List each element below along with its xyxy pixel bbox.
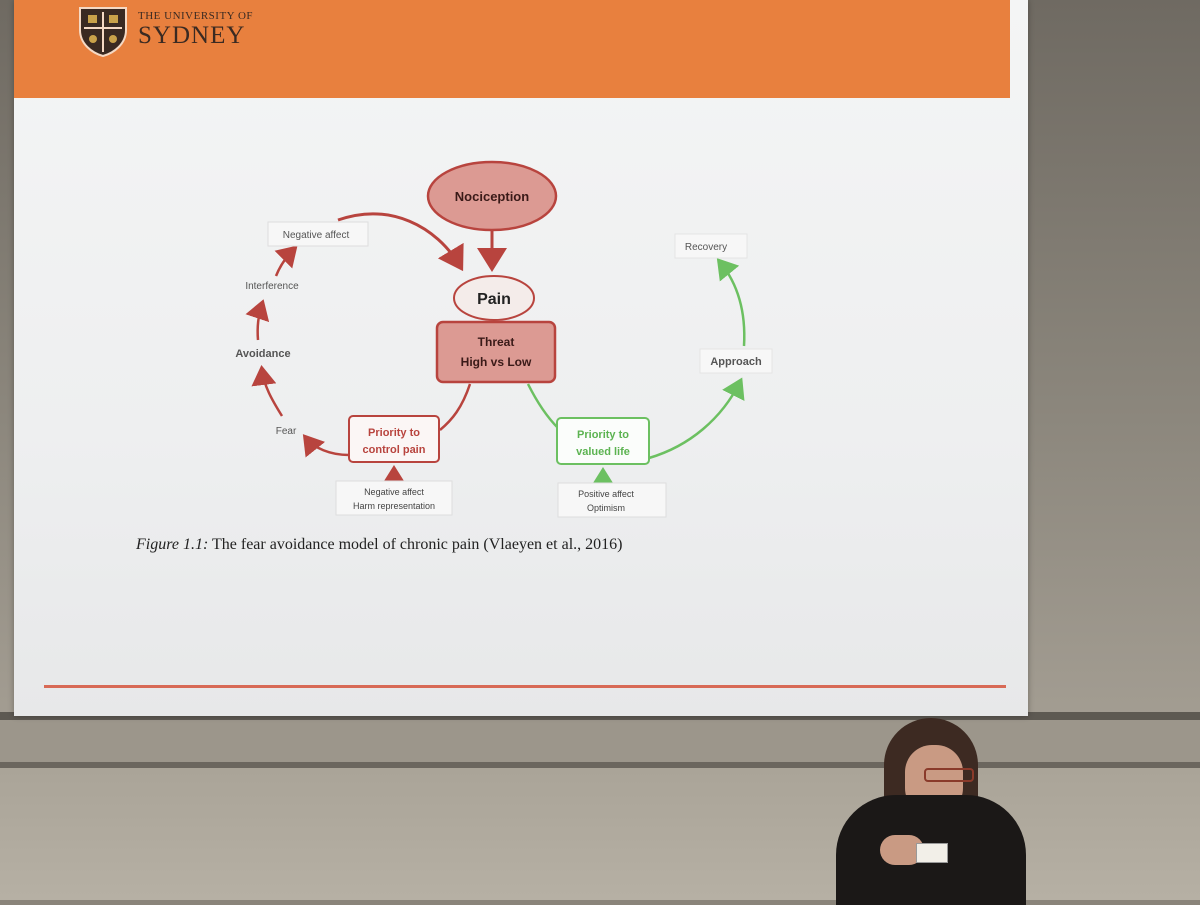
priority-pain-line2: control pain (363, 444, 426, 456)
figure-caption: Figure 1.1: The fear avoidance model of … (136, 536, 622, 554)
university-crest-icon (79, 7, 127, 58)
arrow-priority-life-to-approach (648, 377, 745, 460)
negative-context-box (335, 480, 453, 516)
path-threat-to-priority-pain (439, 383, 472, 431)
slide-bottom-rule (44, 685, 1006, 688)
negative-context-line2: Harm representation (353, 501, 435, 511)
wall-trim-lower (0, 762, 1200, 768)
arrow-approach-to-recovery (716, 258, 746, 347)
arrow-priority-pain-to-fear (302, 434, 350, 458)
presenter-name-badge (916, 843, 948, 863)
positive-context-line2: Optimism (587, 503, 625, 513)
avoidance-label: Avoidance (235, 348, 290, 360)
university-name-small: THE UNIVERSITY OF (138, 10, 254, 22)
negative-context-line1: Negative affect (364, 487, 424, 497)
negative-affect-top-label: Negative affect (283, 230, 350, 241)
approach-label: Approach (710, 356, 762, 368)
priority-pain-node (348, 415, 440, 463)
interference-label: Interference (245, 281, 299, 292)
arrow-avoidance-to-interference (245, 299, 270, 341)
fear-label: Fear (276, 426, 297, 437)
recovery-label: Recovery (685, 242, 727, 253)
slide-header-band (14, 0, 1010, 98)
recovery-box (674, 233, 748, 259)
wall-trim (0, 712, 1200, 720)
approach-box (699, 348, 773, 374)
positive-context-box (557, 482, 667, 518)
path-threat-to-priority-life (526, 383, 559, 429)
priority-life-line2: valued life (576, 446, 630, 458)
nociception-node (426, 160, 558, 232)
threat-label-line2: High vs Low (461, 355, 532, 369)
threat-node (435, 320, 557, 384)
priority-life-line1: Priority to (577, 429, 629, 441)
priority-pain-line1: Priority to (368, 427, 420, 439)
arrow-interference-to-negative-affect (274, 245, 298, 277)
positive-context-line1: Positive affect (578, 489, 634, 499)
university-name-large: SYDNEY (138, 22, 246, 49)
priority-life-node (556, 417, 650, 465)
pain-label: Pain (477, 291, 511, 308)
presenter-glasses (924, 768, 974, 782)
threat-label-line1: Threat (478, 335, 515, 349)
negative-affect-box (267, 221, 369, 247)
figure-caption-label: Figure 1.1: (136, 536, 209, 553)
wall-panel (0, 720, 1200, 762)
arrow-negative-affect-to-pain (337, 212, 464, 272)
pain-node (453, 275, 535, 321)
arrow-fear-to-avoidance (251, 365, 284, 417)
nociception-label: Nociception (455, 189, 529, 204)
figure-caption-text: The fear avoidance model of chronic pain… (208, 536, 623, 553)
